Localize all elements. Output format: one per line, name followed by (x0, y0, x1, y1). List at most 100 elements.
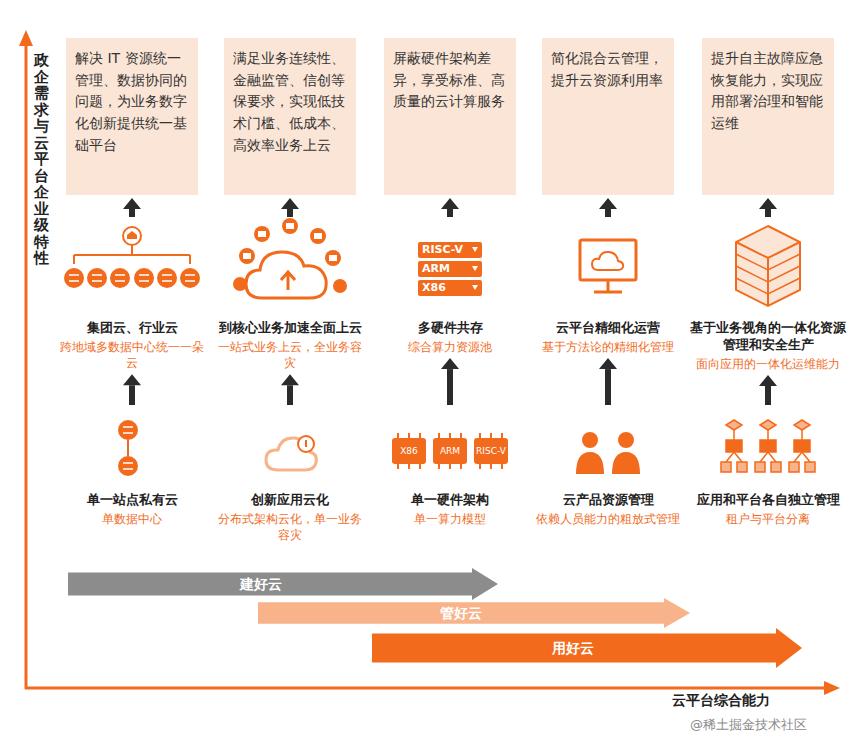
need-box: 简化混合云管理，提升云资源利用率 (542, 38, 674, 195)
item-title: 多硬件共存 (375, 320, 525, 337)
up-arrow (599, 358, 617, 405)
capability-item: 应用和平台各自独立管理租户与平台分离 (693, 408, 843, 527)
capability-item: 多硬件共存综合算力资源池 (375, 220, 525, 355)
up-arrow (281, 374, 299, 405)
arrow-head (441, 358, 459, 369)
need-text: 简化混合云管理，提升云资源利用率 (551, 48, 665, 91)
chip-label: ARM (433, 438, 467, 464)
capability-item: 单一站点私有云单数据中心 (57, 408, 207, 527)
arrow-head (441, 198, 459, 209)
stage-arrow: 管好云 (258, 598, 690, 628)
item-title: 应用和平台各自独立管理 (693, 492, 843, 509)
item-subtitle: 跨地域多数据中心统一一朵云 (57, 339, 207, 371)
item-title: 基于业务视角的一体化资源管理和安全生产 (688, 320, 848, 354)
up-arrow (441, 198, 459, 217)
axis-title: 政企需求与云平台企业级特性 (34, 52, 49, 267)
stage-label: 用好云 (552, 628, 594, 668)
up-arrow (123, 374, 141, 405)
capability-item: 到核心业务加速全面上云一站式业务上云，全业务容灾 (215, 220, 365, 371)
arrow-head (123, 198, 141, 209)
need-box: 解决 IT 资源统一管理、数据协同的问题，为业务数字化创新提供统一基础平台 (66, 38, 198, 195)
arrow-head (281, 374, 299, 385)
arrow-shaft (765, 386, 771, 405)
item-title: 到核心业务加速全面上云 (215, 320, 365, 337)
capability-item: 集团云、行业云跨地域多数据中心统一一朵云 (57, 220, 207, 371)
item-subtitle: 综合算力资源池 (375, 339, 525, 355)
cloud-apps-icon (233, 218, 347, 298)
arrow-shaft (287, 209, 293, 217)
stack-icon (736, 226, 800, 306)
up-arrow (441, 358, 459, 405)
item-subtitle: 单数据中心 (57, 511, 207, 527)
need-text: 屏蔽硬件架构差异，享受标准、高质量的云计算服务 (393, 48, 507, 113)
capability-item: 基于业务视角的一体化资源管理和安全生产面向应用的一体化运维能力 (688, 220, 848, 372)
item-title: 云平台精细化运营 (533, 320, 683, 337)
arrow-shaft (287, 385, 293, 405)
x-axis (25, 687, 826, 690)
need-text: 满足业务连续性、金融监管、信创等保要求，实现低技术门槛、低成本、高效率业务上云 (233, 48, 347, 156)
multi-arch-icon (418, 242, 482, 296)
arrow-shape (258, 598, 690, 628)
arrow-shaft (129, 209, 135, 217)
need-text: 提升自主故障应急恢复能力，实现应用部署治理和智能运维 (711, 48, 825, 135)
capability-item: 云平台精细化运营基于方法论的精细化管理 (533, 220, 683, 355)
arrow-head (759, 375, 777, 386)
stage-label: 建好云 (240, 568, 282, 600)
up-arrow (599, 198, 617, 217)
y-axis (25, 44, 28, 689)
arch-label: X86 (422, 280, 446, 296)
need-box: 屏蔽硬件架构差异，享受标准、高质量的云计算服务 (384, 38, 516, 195)
arrow-shaft (605, 209, 611, 217)
arrow-head (599, 358, 617, 369)
monitor-icon (580, 240, 636, 292)
stage-label: 管好云 (440, 598, 482, 628)
stage-arrow: 用好云 (372, 628, 802, 668)
arrow-shaft (765, 209, 771, 217)
chip-icon (392, 433, 508, 469)
item-subtitle: 分布式架构云化，单一业务容灾 (215, 511, 365, 543)
watermark: @稀土掘金技术社区 (690, 716, 807, 734)
axis-title: 云平台综合能力 (672, 692, 770, 710)
cloud-idea-icon (266, 436, 316, 470)
up-arrow (759, 198, 777, 217)
tree-icon (721, 420, 815, 472)
axis-head (19, 30, 33, 46)
arrow-shaft (605, 369, 611, 405)
capability-item: 云产品资源管理依赖人员能力的粗放式管理 (533, 408, 683, 527)
arrow-head (759, 198, 777, 209)
arrow-head (123, 374, 141, 385)
up-arrow (759, 375, 777, 405)
item-title: 单一硬件架构 (375, 492, 525, 509)
up-arrow (123, 198, 141, 217)
datacenter-icon (64, 227, 200, 288)
arrow-shaft (447, 369, 453, 405)
arrow-shape (372, 628, 802, 668)
chip-label: RISC-V (474, 438, 508, 464)
up-arrow (281, 198, 299, 217)
arrow-shape (68, 568, 498, 600)
item-title: 创新应用云化 (215, 492, 365, 509)
item-title: 单一站点私有云 (57, 492, 207, 509)
need-box: 满足业务连续性、金融监管、信创等保要求，实现低技术门槛、低成本、高效率业务上云 (224, 38, 356, 195)
single-dc-icon (118, 420, 138, 476)
item-subtitle: 依赖人员能力的粗放式管理 (533, 511, 683, 527)
item-subtitle: 基于方法论的精细化管理 (533, 339, 683, 355)
arrow-shaft (129, 385, 135, 405)
axis-head (824, 681, 840, 695)
item-subtitle: 面向应用的一体化运维能力 (688, 356, 848, 372)
arrow-head (599, 198, 617, 209)
item-subtitle: 单一算力模型 (375, 511, 525, 527)
arrow-head (281, 198, 299, 209)
need-text: 解决 IT 资源统一管理、数据协同的问题，为业务数字化创新提供统一基础平台 (75, 48, 189, 156)
capability-item: 单一硬件架构单一算力模型 (375, 408, 525, 527)
item-subtitle: 一站式业务上云，全业务容灾 (215, 339, 365, 371)
stage-arrow: 建好云 (68, 568, 498, 600)
arch-label: ARM (422, 261, 450, 277)
capability-item: 创新应用云化分布式架构云化，单一业务容灾 (215, 408, 365, 543)
item-title: 集团云、行业云 (57, 320, 207, 337)
arrow-shaft (447, 209, 453, 217)
need-box: 提升自主故障应急恢复能力，实现应用部署治理和智能运维 (702, 38, 834, 195)
chip-label: X86 (392, 438, 426, 464)
person-icon (576, 432, 640, 474)
